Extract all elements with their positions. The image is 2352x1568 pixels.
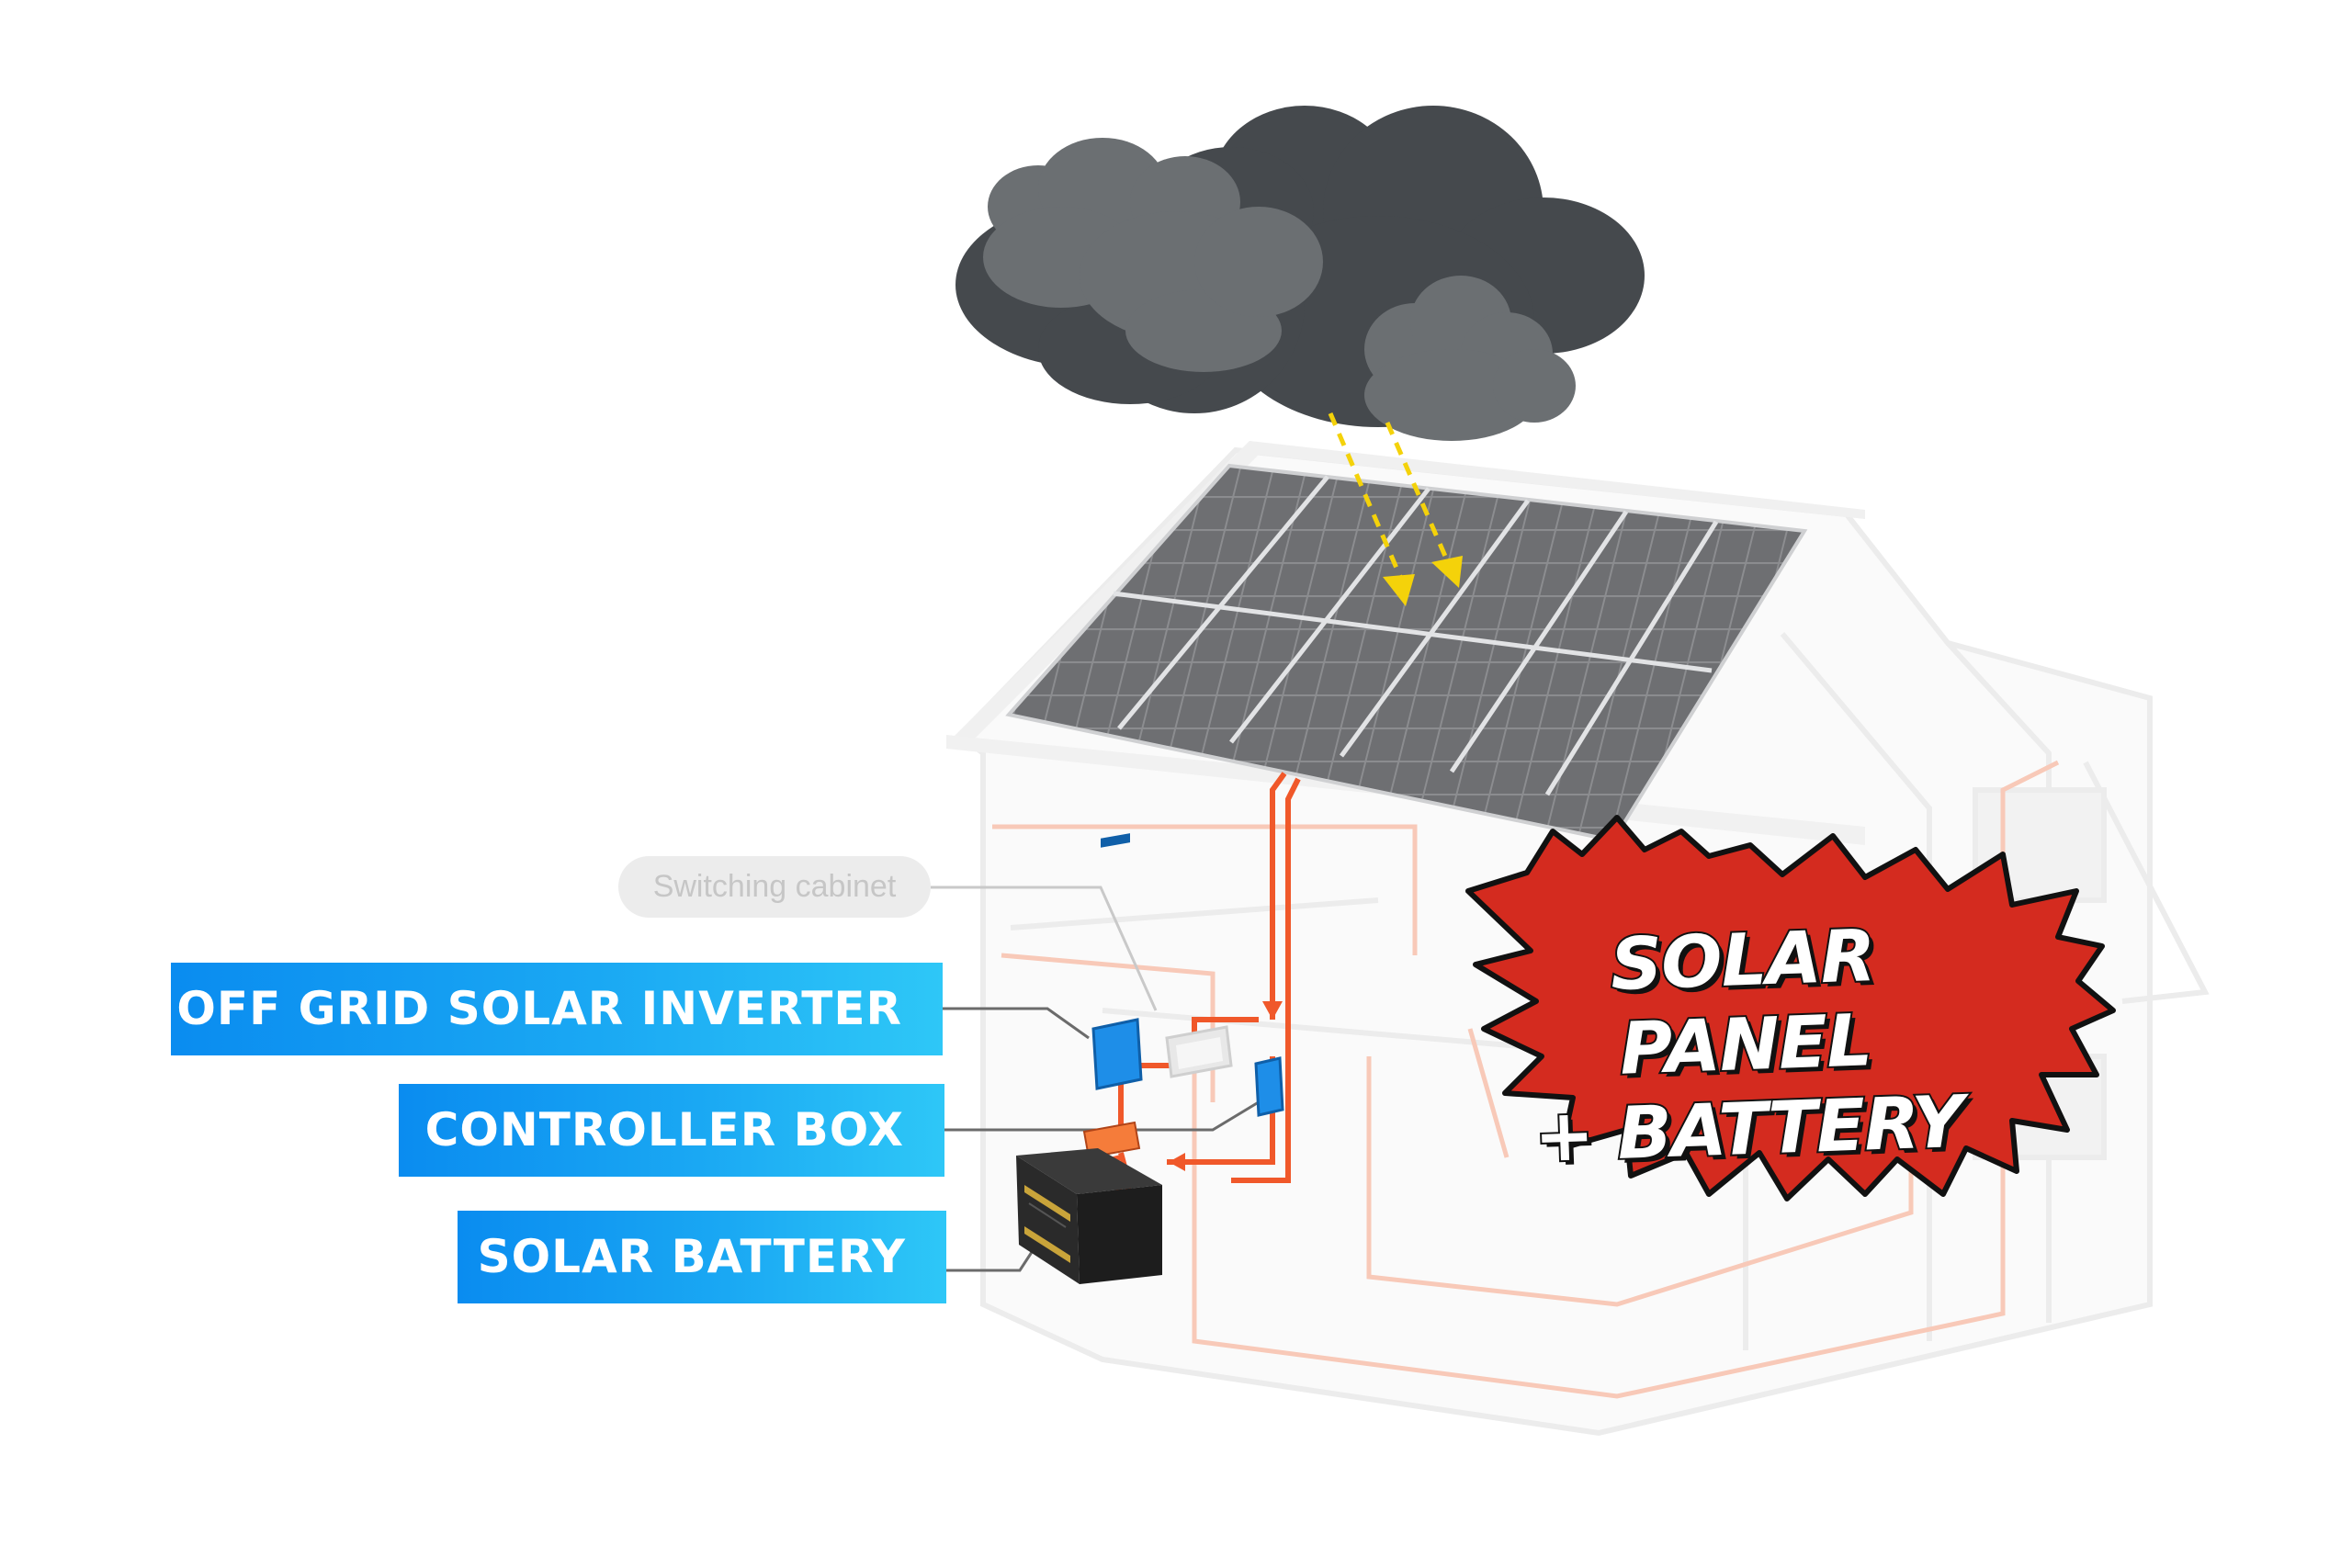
battery-unit xyxy=(1016,1148,1162,1284)
controller-box-label: CONTROLLER BOX xyxy=(399,1084,944,1177)
sunlight-arrows xyxy=(1328,412,1450,580)
inverter-label: OFF GRID SOLAR INVERTER xyxy=(171,963,943,1055)
switching-cabinet xyxy=(1165,1025,1233,1078)
leader-lines xyxy=(931,886,1267,1272)
burst-badge xyxy=(1465,815,2116,1201)
sunlight-arrowheads xyxy=(1383,556,1463,606)
solar-panel-array xyxy=(1005,463,1808,843)
controller-unit xyxy=(1254,1056,1284,1117)
storm-cloud xyxy=(956,106,1645,441)
burst-title: SOLAR PANEL + BATTERY xyxy=(1484,909,2007,1180)
burst-line-1: SOLAR PANEL xyxy=(1607,913,1878,1093)
switching-cabinet-label: Switching cabinet xyxy=(618,856,931,918)
solar-battery-label: SOLAR BATTERY xyxy=(458,1211,946,1303)
inverter-unit xyxy=(1091,833,1143,1090)
burst-line-2: + BATTERY xyxy=(1531,1079,1966,1180)
